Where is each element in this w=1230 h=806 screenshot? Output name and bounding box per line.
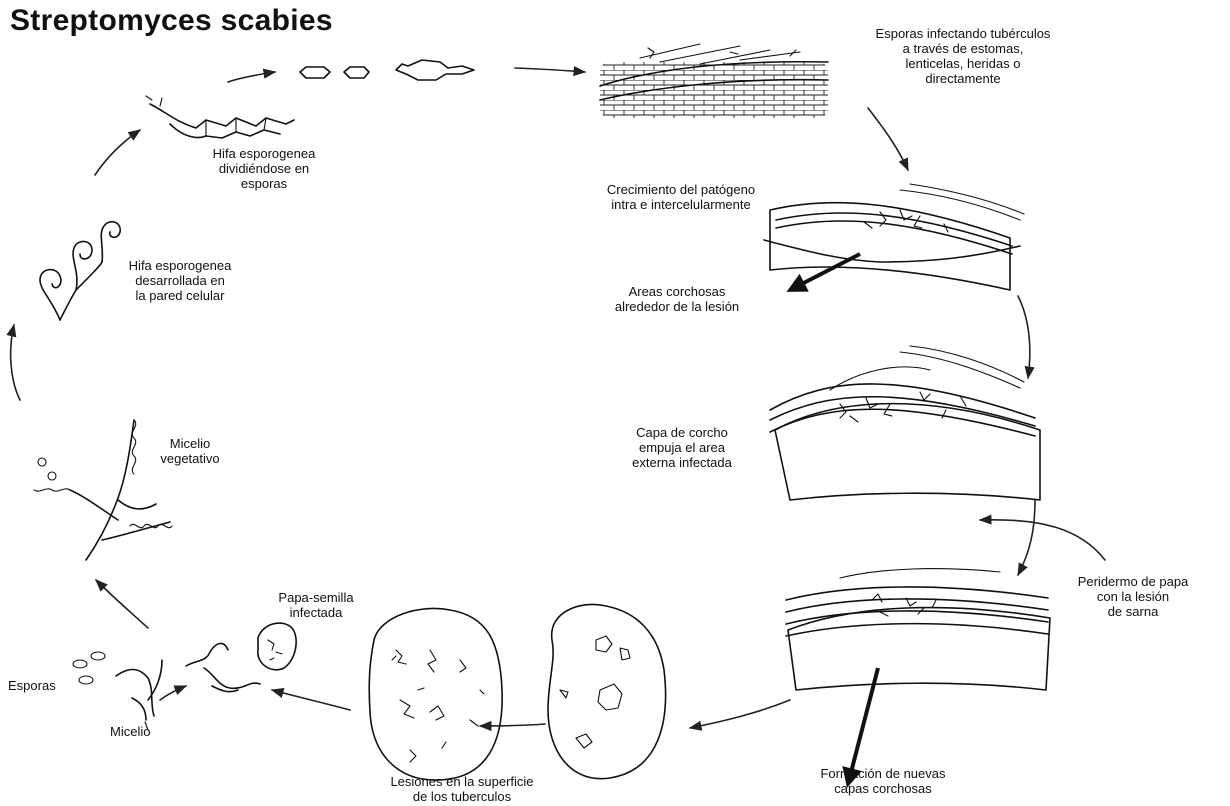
arrow-newcork-to-lesions (690, 700, 790, 728)
label-new-cork-layers: Formación de nuevas capas corchosas (808, 766, 958, 796)
label-periderm: Peridermo de papa con la lesión de sarna (1048, 574, 1218, 619)
arrow-spores-to-tuber (515, 68, 585, 72)
cycle-arrows (11, 68, 1105, 728)
label-sporogenous-hypha-dividing: Hifa esporogenea dividiéndose en esporas (200, 146, 328, 191)
coiled-hypha-illustration (40, 222, 120, 320)
pathogen-growth-illustration (764, 184, 1024, 290)
seed-potato-illustration (186, 623, 296, 692)
tuber-left (369, 608, 502, 780)
arrow-periderm (980, 520, 1105, 560)
arrow-tuber-to-growth (868, 108, 908, 170)
label-sporogenous-hypha-wall: Hifa esporogenea desarrollada en la pare… (118, 258, 242, 303)
label-mycelium: Micelio (110, 724, 150, 739)
spores-mycelium-illustration (73, 652, 162, 730)
arrow-dividing-to-spores (228, 72, 275, 82)
label-spores: Esporas (8, 678, 56, 693)
arrow-hypha-to-dividing (95, 130, 140, 175)
free-spores-illustration (300, 60, 474, 80)
label-surface-lesions: Lesiones en la superficie de los tubercu… (362, 774, 562, 804)
arrow-spores-to-vegetative (96, 580, 148, 628)
arrow-mycelium-to-seed (160, 686, 186, 700)
label-pathogen-growth: Crecimiento del patógeno intra e interce… (578, 182, 784, 212)
new-cork-illustration (786, 569, 1050, 784)
arrow-lesions-to-seed (272, 690, 350, 710)
label-vegetative-mycelium: Micelio vegetativo (150, 436, 230, 466)
label-spores-infecting: Esporas infectando tubérculos a través d… (836, 26, 1090, 86)
arrow-growth-to-cork (1018, 296, 1030, 378)
cork-layer-illustration (770, 346, 1040, 500)
dividing-hypha-illustration (146, 96, 294, 138)
label-cork-layer: Capa de corcho empuja el area externa in… (612, 425, 752, 470)
label-cork-areas: Areas corchosas alrededor de la lesión (582, 284, 772, 314)
label-seed-potato: Papa-semilla infectada (268, 590, 364, 620)
tubers-illustration (369, 604, 665, 780)
tuber-surface-illustration (600, 44, 828, 118)
arrow-cork-to-newcork (1018, 500, 1035, 575)
arrow-lesions-left (480, 724, 545, 726)
arrow-vegetative-to-hypha (11, 325, 20, 400)
